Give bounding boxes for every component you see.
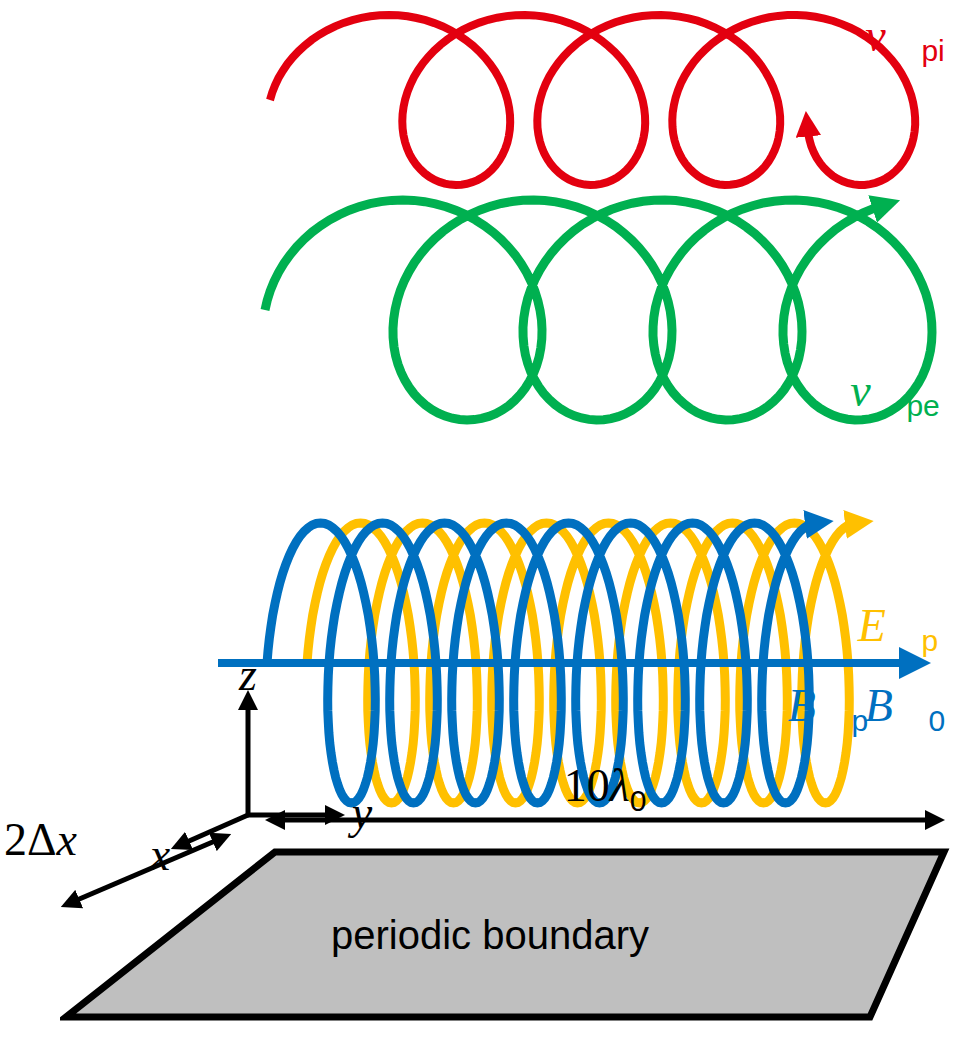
- b0-axis-arrow: [218, 659, 915, 667]
- length-dimension: [275, 818, 935, 823]
- z-axis: [246, 700, 251, 815]
- ion-velocity-helix: [270, 15, 915, 185]
- background-field-label: B⃗0: [865, 683, 946, 736]
- helix-group: [265, 15, 932, 803]
- boundary-label: periodic boundary: [331, 913, 649, 958]
- electron-velocity-label: v⃗pe: [850, 368, 940, 421]
- ion-velocity-label: v⃗pi: [865, 13, 945, 66]
- perturbed-field-label: B⃗p: [788, 683, 869, 736]
- dimension-label: 10λ0: [564, 763, 647, 816]
- axis-label: x: [150, 832, 170, 878]
- axis-label: z: [239, 652, 257, 698]
- axis-label: y: [352, 790, 372, 836]
- width-dimension: [70, 838, 222, 903]
- boundary-plane: periodic boundary: [60, 848, 950, 1023]
- electron-velocity-helix: [265, 200, 932, 420]
- electric-field-label: E⃗p: [858, 603, 939, 656]
- dimension-label: 2Δx: [4, 817, 77, 863]
- y-axis: [246, 813, 335, 818]
